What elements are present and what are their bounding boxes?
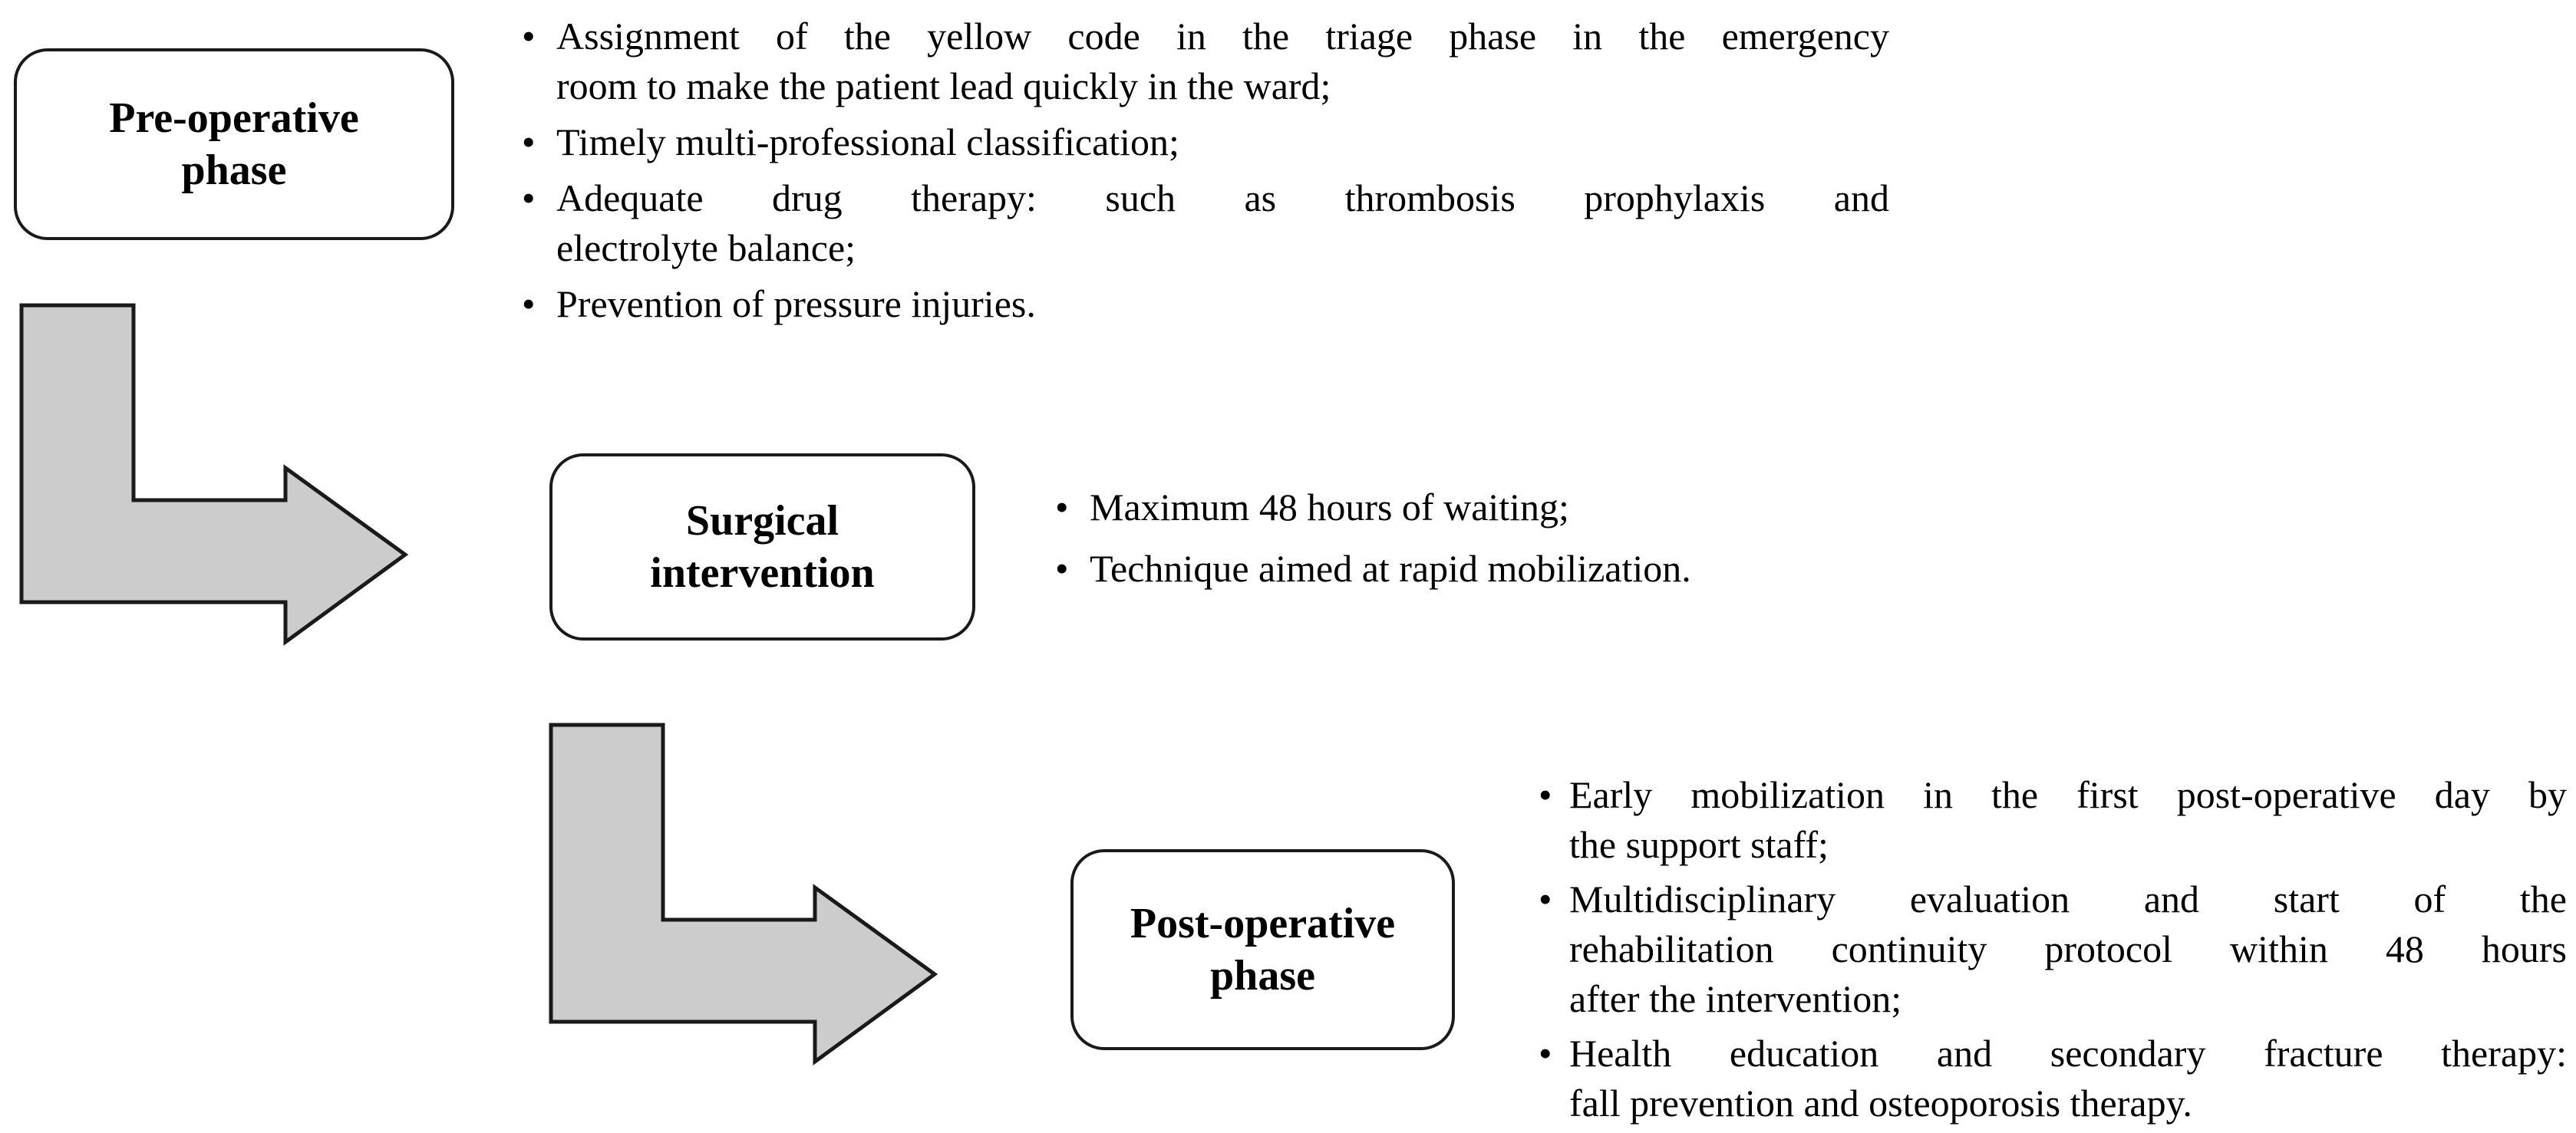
bullet-marker: • [1055, 486, 1069, 529]
bullet-list-post-operative: • Early mobilization in the first post-o… [1539, 770, 2567, 1133]
bullet-text: Multidisciplinary evaluation and start o… [1569, 874, 2567, 1024]
node-label-line: Pre-operative [109, 94, 359, 142]
bullet-line: Health education and secondary fracture … [1569, 1032, 2567, 1075]
node-pre-operative-phase: Pre-operative phase [14, 48, 454, 240]
bullet-text: Maximum 48 hours of waiting; [1090, 483, 1938, 532]
node-label-line: Surgical [685, 497, 839, 545]
list-item: • Adequate drug therapy: such as thrombo… [522, 173, 1889, 273]
bullet-text: Timely multi-professional classification… [556, 117, 1889, 167]
elbow-arrow-icon [549, 723, 938, 1065]
bullet-list-pre-operative: • Assignment of the yellow code in the t… [522, 12, 1889, 335]
bullet-line: rehabilitation continuity protocol withi… [1569, 927, 2567, 970]
node-label-post-operative: Post-operative phase [1130, 898, 1395, 1002]
bullet-text: Health education and secondary fracture … [1569, 1029, 2567, 1128]
list-item: • Assignment of the yellow code in the t… [522, 12, 1889, 111]
bullet-text: Assignment of the yellow code in the tri… [556, 12, 1889, 111]
bullet-line: Maximum 48 hours of waiting; [1090, 486, 1569, 529]
bullet-marker: • [522, 15, 536, 58]
bullet-line: the support staff; [1569, 823, 1829, 866]
bullet-line: after the intervention; [1569, 977, 1902, 1020]
arrow-shape [549, 723, 938, 1065]
bullet-text: Prevention of pressure injuries. [556, 279, 1889, 329]
bullet-line: Early mobilization in the first post-ope… [1569, 773, 2567, 816]
bullet-line: Adequate drug therapy: such as thrombosi… [556, 176, 1889, 219]
bullet-text: Adequate drug therapy: such as thrombosi… [556, 173, 1889, 273]
bullet-marker: • [522, 176, 536, 219]
bullet-line: Timely multi-professional classification… [556, 120, 1179, 163]
list-item: • Multidisciplinary evaluation and start… [1539, 874, 2567, 1024]
node-label-line: phase [1210, 952, 1315, 1000]
bullet-line: Prevention of pressure injuries. [556, 282, 1036, 325]
bullet-line: Assignment of the yellow code in the tri… [556, 15, 1889, 58]
list-item: • Early mobilization in the first post-o… [1539, 770, 2567, 870]
node-surgical-intervention: Surgical intervention [549, 453, 975, 641]
bullet-marker: • [522, 120, 536, 163]
bullet-text: Technique aimed at rapid mobilization. [1090, 544, 1938, 594]
node-label-line: phase [181, 147, 287, 194]
bullet-list-surgical: • Maximum 48 hours of waiting; • Techniq… [1055, 483, 1938, 605]
node-label-surgical: Surgical intervention [650, 495, 874, 599]
node-label-line: Post-operative [1130, 900, 1396, 947]
list-item: • Timely multi-professional classificati… [522, 117, 1889, 167]
list-item: • Prevention of pressure injuries. [522, 279, 1889, 329]
elbow-arrow-icon [19, 303, 409, 646]
node-label-line: intervention [650, 549, 875, 597]
list-item: • Health education and secondary fractur… [1539, 1029, 2567, 1128]
node-label-pre-operative: Pre-operative phase [109, 92, 358, 196]
bullet-line: fall prevention and osteoporosis therapy… [1569, 1082, 2192, 1125]
bullet-marker: • [1539, 1032, 1552, 1075]
bullet-line: electrolyte balance; [556, 226, 856, 269]
arrow-shape [19, 303, 409, 646]
bullet-line: room to make the patient lead quickly in… [556, 64, 1331, 107]
bullet-marker: • [522, 282, 536, 325]
bullet-line: Multidisciplinary evaluation and start o… [1569, 878, 2567, 921]
list-item: • Technique aimed at rapid mobilization. [1055, 544, 1938, 594]
bullet-line: Technique aimed at rapid mobilization. [1090, 547, 1691, 590]
bullet-text: Early mobilization in the first post-ope… [1569, 770, 2567, 870]
bullet-marker: • [1055, 547, 1069, 590]
bullet-marker: • [1539, 773, 1552, 816]
list-item: • Maximum 48 hours of waiting; [1055, 483, 1938, 532]
node-post-operative-phase: Post-operative phase [1070, 849, 1455, 1050]
bullet-marker: • [1539, 878, 1552, 921]
